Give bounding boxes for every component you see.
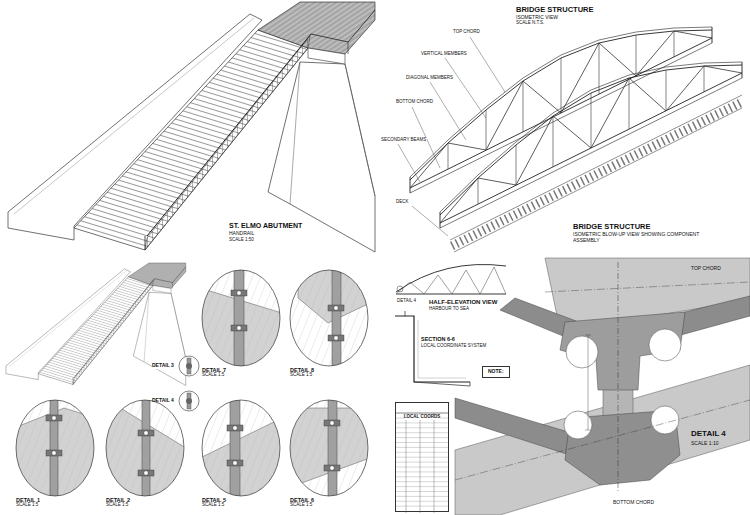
joint-detail [455, 258, 750, 515]
detail-ellipse: DETAIL 2SCALE 1:5 [104, 398, 186, 510]
drawing-label: DIAGONAL MEMBERS [405, 76, 454, 81]
detail-title: NOTE: [488, 369, 504, 375]
bridge-truss-isometric [398, 27, 742, 252]
abutment-isometric [8, 2, 375, 252]
drawing-label: HANDRAIL [228, 231, 255, 237]
detail-outline [200, 268, 282, 380]
detail-ellipse: DETAIL 6SCALE 1:5 [288, 398, 370, 510]
detail-callout: DETAIL 3 [152, 352, 200, 380]
detail-ellipse: DETAIL 5SCALE 1:5 [200, 398, 282, 510]
detail-outline [104, 398, 186, 510]
drawing-label: VERTICAL MEMBERS [420, 52, 468, 57]
drawing-label: SCALE 1:50 [228, 238, 255, 243]
detail-scale: SCALE 1:5 [290, 373, 314, 378]
drawing-label: SECTION 6-6 [420, 336, 456, 342]
detail-title: DETAIL 3 [152, 363, 174, 369]
drawing-label: HALF-ELEVATION VIEW [428, 299, 498, 306]
abutment-isometric-small [6, 263, 186, 386]
detail-outline [14, 398, 96, 510]
drawing-label: DETAIL 4 [396, 299, 417, 304]
detail-scale: SCALE 1:5 [290, 503, 314, 508]
drawing-label: SCALE N.T.S. [515, 21, 545, 26]
detail-outline [288, 398, 370, 510]
drawing-label: SCALE 1:10 [690, 441, 720, 447]
drawing-label: ISOMETRIC BLOW-UP VIEW SHOWING COMPONENT… [572, 232, 724, 243]
drawing-label: DETAIL 4 [690, 430, 727, 439]
detail-outline [200, 398, 282, 510]
drawing-label: BRIDGE STRUCTURE [572, 223, 652, 231]
drawing-label: BOTTOM CHORD [612, 500, 655, 506]
drawing-label: ISOMETRIC VIEW [515, 15, 559, 21]
drawing-label: TOP CHORD [452, 30, 481, 35]
drawing-label: TOP CHORD [690, 266, 722, 272]
detail-title: LOCAL COORDS [404, 415, 440, 420]
drawing-label: BRIDGE STRUCTURE [515, 6, 595, 14]
detail-ellipse: DETAIL 1SCALE 1:5 [14, 398, 96, 510]
detail-scale: SCALE 1:5 [202, 503, 226, 508]
detail-title: DETAIL 4 [152, 398, 174, 404]
drawing-label: LOCAL COORDINATE SYSTEM [420, 344, 487, 349]
detail-scale: SCALE 1:5 [16, 503, 40, 508]
half-elevation [396, 264, 506, 294]
detail-callout: DETAIL 4 [152, 386, 200, 416]
drawing-label: ST. ELMO ABUTMENT [228, 222, 303, 230]
detail-outline [288, 268, 370, 380]
coordinate-table: LOCAL COORDS [395, 402, 449, 512]
detail-scale: SCALE 1:5 [106, 503, 130, 508]
drawing-label: DECK [395, 200, 410, 205]
detail-ellipse: DETAIL 7SCALE 1:5 [200, 268, 282, 380]
drawing-label: SECONDARY BEAMS [380, 138, 427, 143]
drawing-label: HARBOUR TO SEA [428, 307, 470, 312]
detail-scale: SCALE 1:5 [202, 373, 226, 378]
detail-ellipse: DETAIL 8SCALE 1:5 [288, 268, 370, 380]
note-box: NOTE: [482, 366, 510, 378]
drawing-label: BOTTOM CHORD [395, 100, 434, 105]
